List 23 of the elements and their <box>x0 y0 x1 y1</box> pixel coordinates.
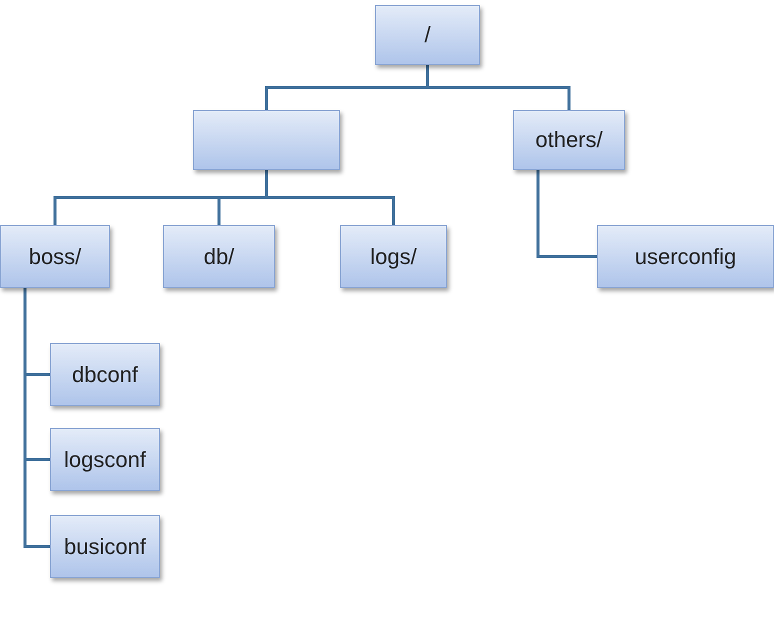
connector-line <box>24 288 50 548</box>
folder-box <box>0 225 110 288</box>
folder-name: busiconf <box>64 534 146 560</box>
connector-line <box>536 170 597 258</box>
folder-name: db/ <box>204 244 234 270</box>
folder-name: dbconf <box>72 362 138 388</box>
folder-name: / <box>424 22 431 48</box>
connector-line <box>265 170 395 225</box>
folder-box <box>340 225 447 288</box>
folder-box <box>597 225 774 288</box>
folder-box <box>163 225 275 288</box>
folder-name: userconfig <box>634 244 736 270</box>
folder-name: logsconf <box>64 446 146 472</box>
folder-box <box>513 110 625 170</box>
folder-box <box>375 5 480 65</box>
folder-name: boss/ <box>28 244 82 270</box>
folder-box <box>50 515 160 578</box>
folder-name: others/ <box>535 127 603 153</box>
folder-box <box>193 110 340 170</box>
connector-line <box>426 65 570 110</box>
folder-box <box>50 343 160 406</box>
folder-box <box>50 428 160 491</box>
folder-name: logs/ <box>370 244 417 270</box>
